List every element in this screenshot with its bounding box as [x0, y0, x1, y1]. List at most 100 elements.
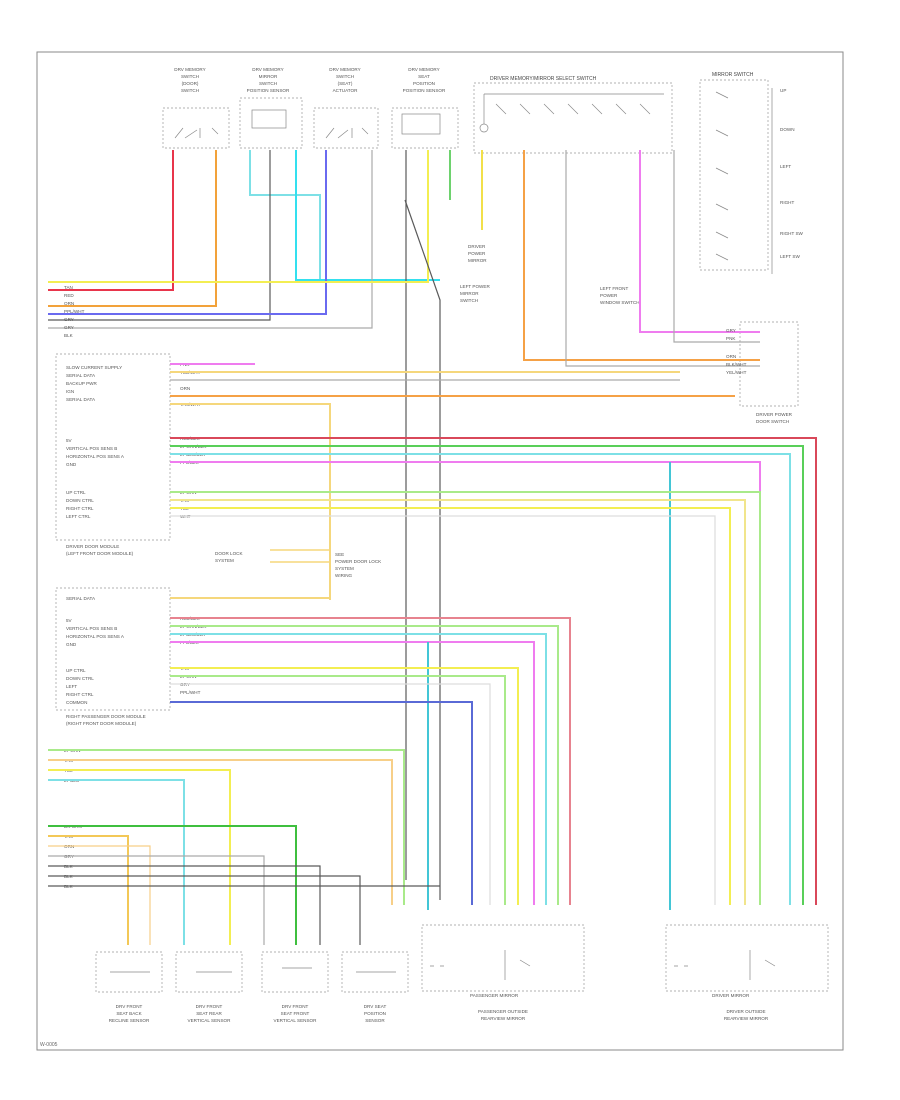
right-connector-label: DRIVER POWER [756, 412, 793, 417]
svg-text:DRV MEMORY: DRV MEMORY [174, 67, 205, 72]
bottom-component-1-box [95, 951, 163, 993]
svg-text:PPL/WHT: PPL/WHT [180, 690, 201, 695]
svg-text:BACKUP PWR: BACKUP PWR [66, 381, 97, 386]
top-switch-1-box [162, 107, 230, 149]
svg-text:GND: GND [66, 642, 77, 647]
svg-text:SWITCH: SWITCH [259, 81, 277, 86]
svg-text:GRY: GRY [64, 317, 74, 322]
svg-text:ACTUATOR: ACTUATOR [333, 88, 359, 93]
memory-gray-wire-2 [673, 150, 760, 343]
svg-text:SENSOR: SENSOR [365, 1018, 385, 1023]
svg-text:(LEFT FRONT DOOR MODULE): (LEFT FRONT DOOR MODULE) [66, 551, 134, 556]
svg-text:SEAT: SEAT [418, 74, 430, 79]
svg-text:POWER: POWER [600, 293, 618, 298]
diagram-footer-code: W-0005 [40, 1042, 58, 1048]
svg-text:SWITCH: SWITCH [181, 74, 199, 79]
svg-text:ORN: ORN [180, 386, 190, 391]
driver-ctrl-labels: UP CTRL DOWN CTRL RIGHT CTRL LEFT CTRL L… [66, 490, 196, 519]
svg-text:DOWN CTRL: DOWN CTRL [66, 498, 94, 503]
svg-text:DRV SEAT: DRV SEAT [364, 1004, 387, 1009]
svg-text:DRIVER: DRIVER [468, 244, 486, 249]
svg-text:RIGHT: RIGHT [780, 200, 794, 205]
svg-text:(DOOR): (DOOR) [182, 81, 199, 86]
memory-pink-wire [639, 150, 760, 333]
svg-text:VERTICAL POS SENS B: VERTICAL POS SENS B [66, 446, 117, 451]
passenger-mirror-box-label: PASSENGER MIRROR [470, 993, 519, 998]
top-switch-3-box [313, 107, 379, 149]
center-mirror-label: DRIVER POWER MIRROR [468, 244, 487, 263]
svg-text:RIGHT CTRL: RIGHT CTRL [66, 506, 94, 511]
top-wire-labels: TAN RED ORN PPL/WHT GRY GRY BLK [64, 285, 85, 338]
lower-group-wires [48, 749, 405, 945]
driver-mirror-box-label: DRIVER MIRROR [712, 993, 750, 998]
svg-text:GND: GND [66, 462, 77, 467]
svg-text:VERTICAL SENSOR: VERTICAL SENSOR [188, 1018, 232, 1023]
passenger-mirror-box [421, 924, 585, 992]
diagram-frame [36, 51, 844, 1051]
bottom-component-4-box [341, 951, 409, 993]
top-switch-2-box [239, 97, 303, 149]
memory-switch-contacts [483, 93, 664, 124]
right-connector-box [739, 321, 799, 407]
svg-text:WINDOW SWITCH: WINDOW SWITCH [600, 300, 640, 305]
switch-symbol [325, 127, 369, 139]
memory-gray-wire [565, 150, 760, 367]
mirror-switch-contacts [715, 88, 773, 274]
svg-text:5V: 5V [66, 618, 73, 623]
svg-text:MIRROR: MIRROR [468, 258, 487, 263]
driver-module-inputs: SLOW CURRENT SUPPLY SERIAL DATA BACKUP P… [66, 365, 122, 402]
svg-text:BLK: BLK [64, 333, 74, 338]
svg-text:POWER: POWER [468, 251, 486, 256]
passenger-serial-data-label: SERIAL DATA [66, 596, 96, 601]
svg-text:SWITCH: SWITCH [336, 74, 354, 79]
svg-text:DRV FRONT: DRV FRONT [196, 1004, 223, 1009]
svg-text:HORIZONTAL POS SENS A: HORIZONTAL POS SENS A [66, 634, 125, 639]
svg-text:SEE: SEE [335, 552, 344, 557]
svg-text:VERTICAL POS SENS B: VERTICAL POS SENS B [66, 626, 117, 631]
svg-text:POSITION: POSITION [364, 1011, 386, 1016]
svg-text:LEFT: LEFT [780, 164, 791, 169]
passenger-feed-wires [170, 617, 571, 910]
svg-text:MIRROR: MIRROR [259, 74, 278, 79]
svg-text:SWITCH: SWITCH [460, 298, 478, 303]
svg-text:IGN: IGN [66, 389, 74, 394]
driver-mirror-motors [674, 950, 776, 980]
svg-text:POSITION SENSOR: POSITION SENSOR [403, 88, 446, 93]
svg-text:VERTICAL SENSOR: VERTICAL SENSOR [274, 1018, 318, 1023]
passenger-mirror-motors [430, 950, 531, 980]
driver-module-wire-labels: PNK YEL/WHT ORN TAN/WHT [180, 362, 201, 407]
svg-text:DRV MEMORY: DRV MEMORY [329, 67, 360, 72]
passenger-module-title: RIGHT PASSENGER DOOR MODULE [66, 714, 146, 719]
top-vertical-wires [48, 150, 451, 880]
passenger-ctrl-labels: UP CTRL DOWN CTRL LEFT RIGHT CTRL COMMON… [66, 666, 201, 705]
svg-text:DOWN CTRL: DOWN CTRL [66, 676, 94, 681]
svg-text:DOWN: DOWN [780, 127, 795, 132]
svg-text:SWITCH: SWITCH [181, 88, 199, 93]
memory-switch-box [473, 82, 673, 154]
bottom-component-2-box [175, 951, 243, 993]
top-switch-4-box [391, 107, 459, 149]
svg-text:SYSTEM: SYSTEM [335, 566, 354, 571]
memory-orange-wire [523, 150, 760, 361]
svg-text:LEFT: LEFT [66, 684, 77, 689]
svg-text:WIRING: WIRING [335, 573, 353, 578]
driver-module-horizontal-wires [170, 363, 735, 600]
driver-right-wire-labels: GRY PNK ORN BLK/WHT YEL/WHT [726, 328, 747, 375]
svg-text:SERIAL DATA: SERIAL DATA [66, 397, 96, 402]
actuator-symbol [401, 113, 441, 135]
svg-text:REARVIEW MIRROR: REARVIEW MIRROR [724, 1016, 769, 1021]
passenger-door-module-box [55, 587, 171, 711]
memory-switch-title: DRIVER MEMORY/MIRROR SELECT SWITCH [490, 76, 597, 82]
mirror-switch-box [699, 79, 769, 271]
svg-text:RED: RED [64, 293, 74, 298]
svg-text:MIRROR: MIRROR [460, 291, 479, 296]
svg-text:LEFT POWER: LEFT POWER [460, 284, 490, 289]
top-switch-1-label: DRV MEMORY SWITCH (DOOR) SWITCH [174, 67, 205, 93]
svg-text:UP CTRL: UP CTRL [66, 668, 86, 673]
sensor-symbol [251, 109, 287, 129]
svg-text:LEFT CTRL: LEFT CTRL [66, 514, 91, 519]
driver-mirror-box [665, 924, 829, 992]
svg-text:UP: UP [780, 88, 786, 93]
top-switch-2-label: DRV MEMORY MIRROR SWITCH POSITION SENSOR [247, 67, 290, 93]
